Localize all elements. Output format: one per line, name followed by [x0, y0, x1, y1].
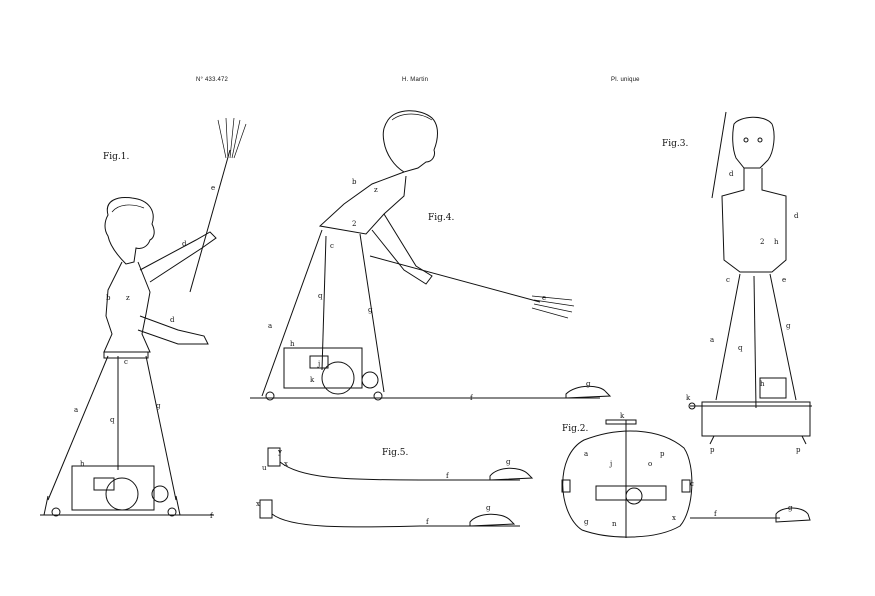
fig5-letter-g: g — [506, 458, 511, 466]
inventor-name: H. Martin — [402, 77, 429, 83]
fig4-letter-a: a — [268, 322, 272, 330]
fig1-letter-h: h — [80, 460, 85, 468]
fig2-letter-k: k — [620, 412, 625, 420]
fig2-letter-o: o — [648, 460, 652, 468]
fig4-letter-two: 2 — [352, 220, 356, 228]
fig1-letter-e: e — [211, 184, 215, 192]
fig1-letter-b: b — [106, 294, 111, 302]
fig3-letter-b: h — [774, 238, 779, 246]
fig1-letter-z: z — [126, 294, 130, 302]
fig2-letter-f: f — [714, 510, 718, 518]
fig3-letter-p2: p — [796, 446, 801, 454]
fig5-letter-u: u — [262, 464, 267, 472]
fig3-letter-p: p — [710, 446, 715, 454]
fig2-label: Fig.2. — [562, 424, 589, 434]
fig4-letter-q: q — [318, 292, 323, 300]
fig5-letter-g2: g — [486, 504, 491, 512]
fig3-letter-d2: d — [794, 212, 799, 220]
fig3-letter-a: a — [710, 336, 714, 344]
fig1-letter-a: a — [74, 406, 78, 414]
patent-number: N° 433.472 — [196, 77, 229, 83]
fig5-letter-f2: f — [426, 518, 430, 526]
fig3-letter-k: k — [686, 394, 691, 402]
fig2-letter-c: c — [690, 480, 694, 488]
fig1-letter-d: d — [182, 240, 187, 248]
fig3-letter-d: d — [729, 170, 734, 178]
fig5-letter-x2: x — [256, 500, 260, 508]
fig2-letter-a: a — [584, 450, 588, 458]
fig1-letter-c: c — [124, 358, 128, 366]
fig1-label: Fig.1. — [103, 152, 130, 162]
fig3-letter-two: 2 — [760, 238, 764, 246]
fig4-letter-z: z — [374, 186, 378, 194]
fig2-letter-g2: g — [788, 504, 793, 512]
fig2-letter-n: n — [612, 520, 617, 528]
fig3-letter-e: e — [782, 276, 786, 284]
fig3-label: Fig.3. — [662, 139, 689, 149]
fig5-drawing — [259, 447, 534, 528]
fig3-letter-c: c — [726, 276, 730, 284]
fig5-letter-x: x — [284, 460, 288, 468]
fig3-drawing — [688, 111, 812, 445]
plate-label: Pl. unique — [611, 77, 640, 83]
fig4-letter-c: c — [330, 242, 334, 250]
fig1-letter-g: g — [156, 402, 161, 410]
fig2-letter-x: x — [672, 514, 676, 522]
fig4-letter-j: j — [317, 360, 320, 368]
fig2-drawing — [561, 419, 811, 538]
fig4-letter-g2: g — [586, 380, 591, 388]
fig3-letter-q: q — [738, 344, 743, 352]
fig2-letter-p: p — [660, 450, 665, 458]
fig4-letter-e: e — [542, 294, 546, 302]
fig1-letter-q: q — [110, 416, 115, 424]
fig3-letter-h: h — [760, 380, 765, 388]
fig4-letter-k: k — [310, 376, 315, 384]
fig4-drawing — [250, 110, 612, 401]
fig1-drawing — [40, 117, 247, 517]
fig2-letter-g: g — [584, 518, 589, 526]
fig4-letter-f: f — [470, 394, 474, 402]
fig1-letter-f: f — [210, 512, 214, 520]
fig5-label: Fig.5. — [382, 448, 409, 458]
fig5-letter-f: f — [446, 472, 450, 480]
fig3-letter-g: g — [786, 322, 791, 330]
fig4-label: Fig.4. — [428, 213, 455, 223]
fig4-letter-h: h — [290, 340, 295, 348]
fig1-letter-d2: d — [170, 316, 175, 324]
fig4-letter-g: g — [368, 306, 373, 314]
fig5-letter-y: y — [277, 448, 282, 456]
fig2-letter-j: j — [609, 460, 612, 468]
fig4-letter-b: b — [352, 178, 357, 186]
